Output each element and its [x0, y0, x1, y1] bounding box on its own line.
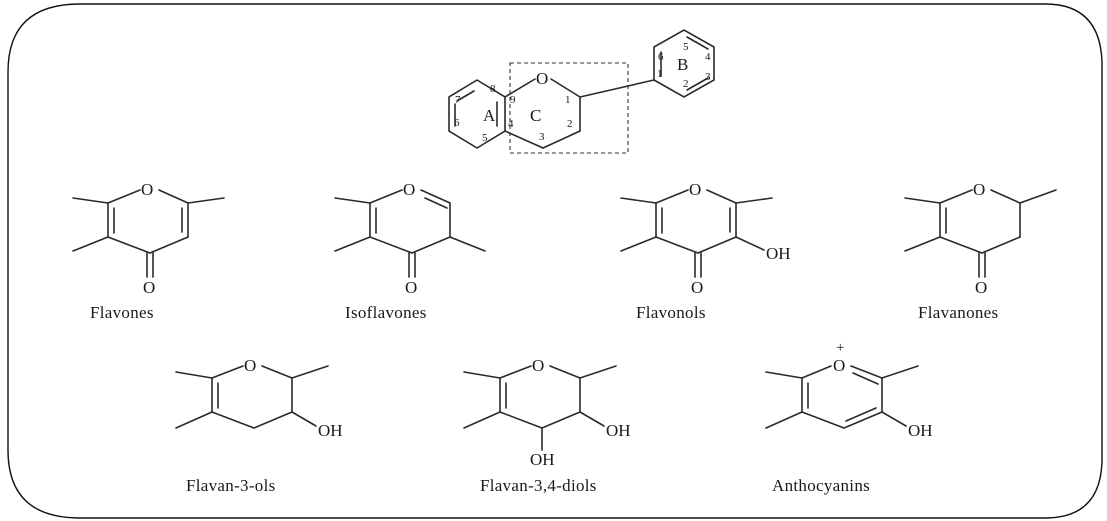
position-6-prime: 6	[658, 51, 664, 63]
ring-b-double-3	[686, 77, 709, 91]
anthocyanins-ring-oxygen: O	[833, 356, 845, 375]
flavan-3-ols-ring-oxygen: O	[244, 356, 256, 375]
flavanones-carbonyl-oxygen: O	[975, 278, 987, 297]
isoflavones-ring-oxygen: O	[403, 180, 415, 199]
caption-isoflavones: Isoflavones	[345, 303, 427, 322]
flavones-ring-oxygen: O	[141, 180, 153, 199]
isoflavones-carbonyl-oxygen: O	[405, 278, 417, 297]
position-4: 4	[508, 118, 514, 130]
flavan-3-ols-hydroxyl: OH	[318, 421, 343, 440]
flavanones-ring-oxygen: O	[973, 180, 985, 199]
caption-flavan-3-ols: Flavan-3-ols	[186, 476, 276, 495]
ring-label-a: A	[483, 106, 496, 125]
scaffold-oxygen: O	[536, 69, 548, 88]
ring-c-bond	[542, 130, 581, 149]
position-5-prime: 5	[683, 41, 689, 53]
ring-b-bonds	[653, 29, 715, 98]
flavan-3-4-diols-hydroxyl-3: OH	[606, 421, 631, 440]
ring-c-bond	[504, 130, 544, 149]
structure-flavan-3-ols: O OH Flavan-3-ols	[175, 356, 343, 495]
anthocyanins-hydroxyl: OH	[908, 421, 933, 440]
ring-a-double-1	[456, 90, 475, 102]
structure-flavanones: O O Flavanones	[904, 180, 1057, 322]
position-9: 9	[510, 94, 516, 106]
ring-label-b: B	[677, 55, 688, 74]
flavan-3-4-diols-hydroxyl-4: OH	[530, 450, 555, 469]
caption-flavanones: Flavanones	[918, 303, 998, 322]
position-8: 8	[490, 83, 496, 95]
structure-flavonols: O O OH Flavonols	[620, 180, 791, 322]
position-7: 7	[455, 94, 461, 106]
flavonols-carbonyl-oxygen: O	[691, 278, 703, 297]
flavones-carbonyl-oxygen: O	[143, 278, 155, 297]
position-5: 5	[482, 132, 488, 144]
caption-flavones: Flavones	[90, 303, 154, 322]
ring-label-c: C	[530, 106, 541, 125]
caption-flavonols: Flavonols	[636, 303, 706, 322]
anthocyanins-positive-charge: +	[836, 340, 844, 356]
ring-b-link	[579, 79, 655, 98]
position-3-prime: 3	[705, 71, 711, 83]
flavonols-hydroxyl: OH	[766, 244, 791, 263]
rounded-frame	[7, 3, 1103, 519]
flavonols-ring-oxygen: O	[689, 180, 701, 199]
structure-flavones: O O Flavones	[72, 180, 225, 322]
position-4-prime: 4	[705, 51, 711, 63]
caption-flavan-3-4-diols: Flavan-3,4-diols	[480, 476, 597, 495]
position-2: 2	[567, 118, 573, 130]
position-3: 3	[539, 131, 545, 143]
caption-anthocyanins: Anthocyanins	[772, 476, 870, 495]
flavan-3-4-diols-ring-oxygen: O	[532, 356, 544, 375]
structure-anthocyanins: + O OH Anthocyanins	[765, 340, 933, 495]
structure-flavan-3-4-diols: O OH OH Flavan-3,4-diols	[463, 356, 631, 495]
position-6: 6	[454, 117, 460, 129]
position-1: 1	[565, 94, 571, 106]
position-1-prime: 1	[657, 68, 663, 80]
flavan-scaffold: O A B C 1 2 3 4 5 6 7 8 9 1 2 3 4 5 6	[448, 29, 715, 154]
ring-c-dashed-box	[509, 62, 629, 154]
ring-b-double-2	[686, 36, 709, 50]
position-2-prime: 2	[683, 78, 689, 90]
structure-isoflavones: O O Isoflavones	[334, 180, 486, 322]
ring-c-bond	[550, 78, 581, 98]
